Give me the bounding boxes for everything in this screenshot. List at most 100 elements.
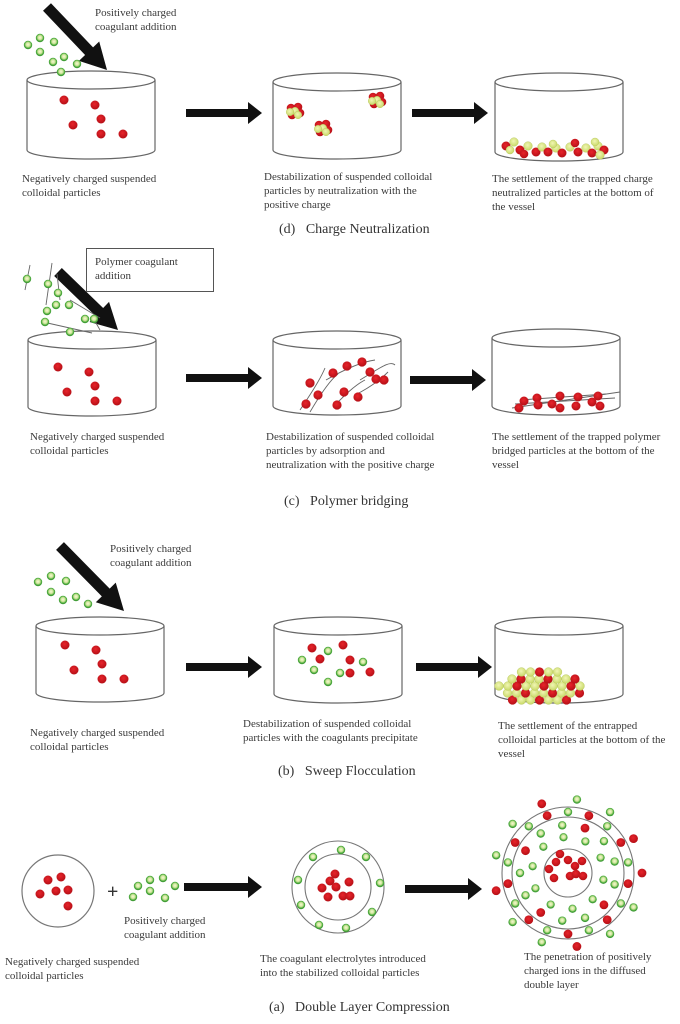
negative-particle — [602, 915, 612, 925]
positive-particle — [539, 842, 548, 851]
positive-particle — [491, 851, 501, 860]
negative-particle — [62, 387, 72, 397]
negative-particle — [551, 857, 561, 867]
neutralized-particle — [294, 110, 303, 119]
neutralized-particle — [286, 107, 295, 116]
positive-particle — [145, 875, 155, 885]
positive-particle — [128, 892, 138, 902]
positive-particle — [599, 836, 609, 846]
vessel-rim — [494, 616, 624, 636]
positive-particle — [536, 829, 545, 838]
d-step1-caption: Negatively charged suspended colloidal p… — [22, 173, 157, 199]
negative-particle — [328, 368, 338, 378]
negative-particle — [325, 876, 335, 886]
positive-particle — [42, 306, 52, 316]
neutralized-particle — [575, 681, 585, 691]
positive-particle — [59, 52, 69, 62]
d-arrow-2 — [412, 102, 488, 124]
negative-particle — [578, 871, 588, 881]
positive-particle — [297, 655, 307, 665]
positive-particle — [510, 899, 520, 908]
positive-particle — [56, 67, 66, 77]
negative-particle — [90, 396, 100, 406]
negative-particle — [51, 886, 61, 896]
negative-particle — [332, 400, 342, 410]
positive-particle — [358, 657, 368, 667]
negative-particle — [63, 885, 73, 895]
positive-particle — [531, 884, 540, 893]
negative-particle — [623, 879, 633, 888]
negative-particle — [543, 674, 553, 684]
negative-particle — [570, 861, 580, 871]
negative-particle — [531, 147, 541, 157]
d-step2-caption: Destabilization of suspended colloidal p… — [264, 171, 433, 211]
positive-particle — [503, 858, 513, 867]
positive-particle — [89, 314, 99, 324]
vessel-rim — [273, 616, 403, 636]
negative-particle — [510, 838, 520, 847]
neutralized-particle — [561, 674, 571, 684]
negative-particle — [542, 811, 552, 821]
b-step1-caption: Negatively charged suspended colloidal p… — [30, 727, 165, 753]
negative-particle — [353, 392, 363, 402]
negative-particle — [365, 367, 375, 377]
negative-particle — [338, 891, 348, 901]
negative-particle — [555, 849, 565, 859]
c-panel-title: (c) Polymer bridging — [284, 494, 409, 509]
neutralized-particle — [523, 141, 533, 151]
positive-particle — [48, 57, 58, 67]
negative-particle — [301, 399, 311, 409]
positive-particle — [49, 37, 59, 47]
d-panel-title: (d) Charge Neutralization — [279, 222, 430, 237]
positive-particle — [336, 845, 346, 855]
c-addition-arrow — [54, 268, 118, 330]
c-vessel-1 — [27, 330, 157, 417]
negative-particle — [357, 357, 367, 367]
positive-particle — [35, 33, 45, 43]
negative-particle — [580, 823, 590, 833]
negative-particle — [584, 811, 594, 821]
negative-particle — [544, 864, 554, 874]
negative-particle — [90, 100, 100, 110]
negative-particle — [323, 892, 333, 902]
negative-particle — [566, 681, 576, 691]
c-arrow-2 — [410, 369, 486, 391]
negative-particle — [317, 883, 327, 893]
negative-particle — [43, 875, 53, 885]
negative-particle — [587, 397, 597, 407]
negative-particle — [574, 688, 585, 698]
positive-particle — [53, 288, 63, 298]
neutralized-particle — [507, 674, 517, 684]
a-step1-caption: Negatively charged suspended colloidal p… — [5, 956, 140, 982]
positive-particle — [546, 900, 555, 909]
neutralized-particle — [543, 695, 554, 705]
positive-particle — [367, 907, 377, 917]
negative-particle — [595, 401, 605, 411]
positive-particle — [584, 926, 594, 935]
positive-particle — [524, 822, 533, 831]
negative-particle — [532, 393, 542, 403]
c-arrow-1 — [186, 367, 262, 389]
positive-particle — [43, 279, 53, 289]
neutralized-particle — [525, 667, 536, 677]
negative-particle — [53, 362, 63, 372]
positive-particle — [508, 917, 517, 927]
negative-particle — [345, 891, 355, 901]
positive-particle — [603, 822, 612, 831]
positive-particle — [335, 668, 345, 678]
positive-particle — [542, 926, 552, 935]
a-step2-caption: The coagulant electrolytes introduced in… — [260, 953, 426, 979]
positive-particle — [361, 852, 371, 862]
negative-particle — [345, 668, 355, 678]
positive-particle — [323, 646, 333, 656]
b-panel-title: (b) Sweep Flocculation — [278, 764, 416, 779]
negative-particle — [549, 873, 559, 883]
a-colloid-circle — [21, 854, 95, 928]
negative-particle — [60, 640, 70, 650]
negative-particle — [563, 929, 573, 939]
positive-particle — [558, 916, 567, 925]
vessel-rim — [491, 328, 621, 348]
negative-particle — [68, 120, 78, 130]
negative-particle — [119, 674, 129, 684]
neutralized-particle — [509, 137, 519, 147]
